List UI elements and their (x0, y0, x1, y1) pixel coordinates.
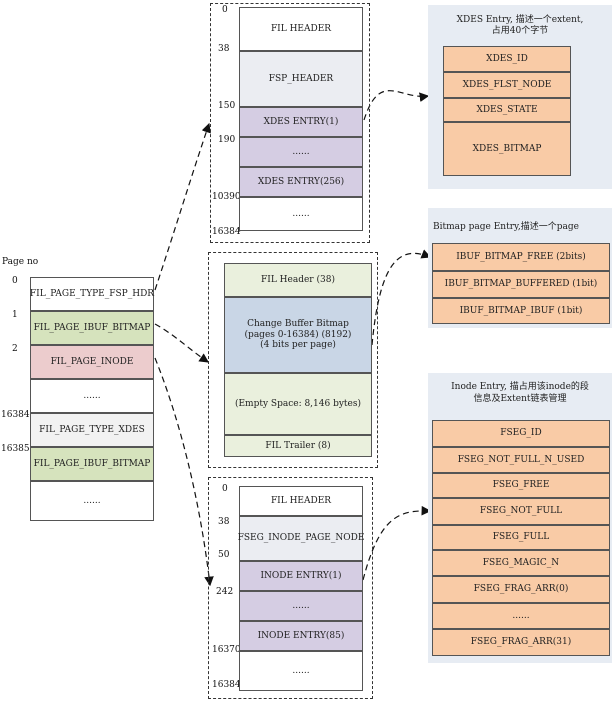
arrow-inode-panel (362, 505, 432, 581)
arrow-xdes-panel (363, 90, 430, 121)
bitmap-fil-header: FIL Header (38) (224, 263, 372, 297)
fsp-offset-0: 0 (222, 5, 228, 15)
fsp-header: FSP_HEADER (239, 51, 363, 107)
inode-page-frame (208, 477, 373, 699)
fseg-full: FSEG_FULL (432, 525, 610, 550)
arrow-inode-page (154, 357, 214, 587)
bitmap-panel-title: Bitmap page Entry,描述一个page (433, 222, 579, 232)
inode-entry-ellipsis: ...... (239, 591, 363, 621)
xdes-panel-title: XDES Entry, 描述一个extent, 占用40个字节 (456, 15, 584, 37)
ibuf-bitmap-buffered: IBUF_BITMAP_BUFFERED (1bit) (432, 271, 610, 298)
fsp-offset-150: 150 (218, 101, 236, 111)
inode-entry-85: INODE ENTRY(85) (239, 621, 363, 651)
page-no-16384: 16384 (1, 410, 30, 420)
inode-entry-1: INODE ENTRY(1) (239, 561, 363, 591)
xdes-bitmap: XDES_BITMAP (443, 122, 571, 176)
bitmap-empty-space: (Empty Space: 8,146 bytes) (224, 373, 372, 435)
bitmap-change-buffer: Change Buffer Bitmap (pages 0-16384) (81… (224, 297, 372, 373)
inode-tail-ellipsis: ...... (239, 651, 363, 691)
fseg-frag-arr-0: FSEG_FRAG_ARR(0) (432, 576, 610, 603)
fsp-xdes-entry-256: XDES ENTRY(256) (239, 167, 363, 197)
inode-offset-242: 242 (216, 587, 234, 597)
fsp-fil-header: FIL HEADER (239, 7, 363, 51)
fseg-not-full-n-used: FSEG_NOT_FULL_N_USED (432, 447, 610, 473)
xdes-id: XDES_ID (443, 46, 571, 72)
inode-fil-header: FIL HEADER (239, 486, 363, 516)
page-row-ellipsis-2: ...... (30, 481, 154, 521)
inode-offset-16384: 16384 (212, 680, 241, 690)
fseg-not-full: FSEG_NOT_FULL (432, 498, 610, 525)
inode-offset-16370: 16370 (212, 645, 241, 655)
xdes-state: XDES_STATE (443, 98, 571, 122)
fsp-xdes-ellipsis: ...... (239, 137, 363, 167)
ibuf-bitmap-ibuf: IBUF_BITMAP_IBUF (1bit) (432, 298, 610, 324)
page-no-16385: 16385 (1, 444, 30, 454)
fsp-offset-16384: 16384 (212, 227, 241, 237)
ibuf-bitmap-free: IBUF_BITMAP_FREE (2bits) (432, 243, 610, 271)
fseg-magic-n: FSEG_MAGIC_N (432, 550, 610, 576)
fseg-free: FSEG_FREE (432, 473, 610, 498)
page-no-header: Page no (2, 257, 39, 267)
fsp-offset-10390: 10390 (212, 192, 241, 202)
fsp-offset-190: 190 (218, 135, 236, 145)
page-row-ibuf-bitmap: FIL_PAGE_IBUF_BITMAP (30, 311, 154, 345)
bitmap-page-frame (208, 252, 378, 468)
page-row-xdes: FIL_PAGE_TYPE_XDES (30, 413, 154, 447)
page-row-ibuf-bitmap-2: FIL_PAGE_IBUF_BITMAP (30, 447, 154, 481)
arrow-bitmap-panel (371, 249, 432, 346)
xdes-flst-node: XDES_FLST_NODE (443, 72, 571, 98)
bitmap-fil-trailer: FIL Trailer (8) (224, 435, 372, 457)
fsp-offset-38: 38 (218, 44, 230, 54)
fseg-frag-ellipsis: ...... (432, 603, 610, 629)
arrow-fsp-page (154, 122, 211, 291)
fsp-tail-ellipsis: ...... (239, 197, 363, 231)
page-row-inode: FIL_PAGE_INODE (30, 345, 154, 379)
page-no-0: 0 (12, 276, 18, 286)
fseg-frag-arr-31: FSEG_FRAG_ARR(31) (432, 629, 610, 656)
page-row-fsp-hdr: FIL_PAGE_TYPE_FSP_HDR (30, 277, 154, 311)
fseg-id: FSEG_ID (432, 420, 610, 447)
fsp-page-frame (210, 3, 370, 243)
inode-page-node: FSEG_INODE_PAGE_NODE (238, 516, 364, 561)
page-row-ellipsis: ...... (30, 379, 154, 413)
page-no-2: 2 (12, 344, 18, 354)
inode-offset-38: 38 (218, 517, 230, 527)
page-no-1: 1 (12, 310, 18, 320)
inode-panel-title: Inode Entry, 描占用该inode的段 信息及Extent链表管理 (451, 382, 589, 404)
inode-offset-50: 50 (218, 550, 230, 560)
fsp-xdes-entry-1: XDES ENTRY(1) (239, 107, 363, 137)
arrow-bitmap-page (154, 323, 209, 363)
inode-offset-0: 0 (222, 484, 228, 494)
